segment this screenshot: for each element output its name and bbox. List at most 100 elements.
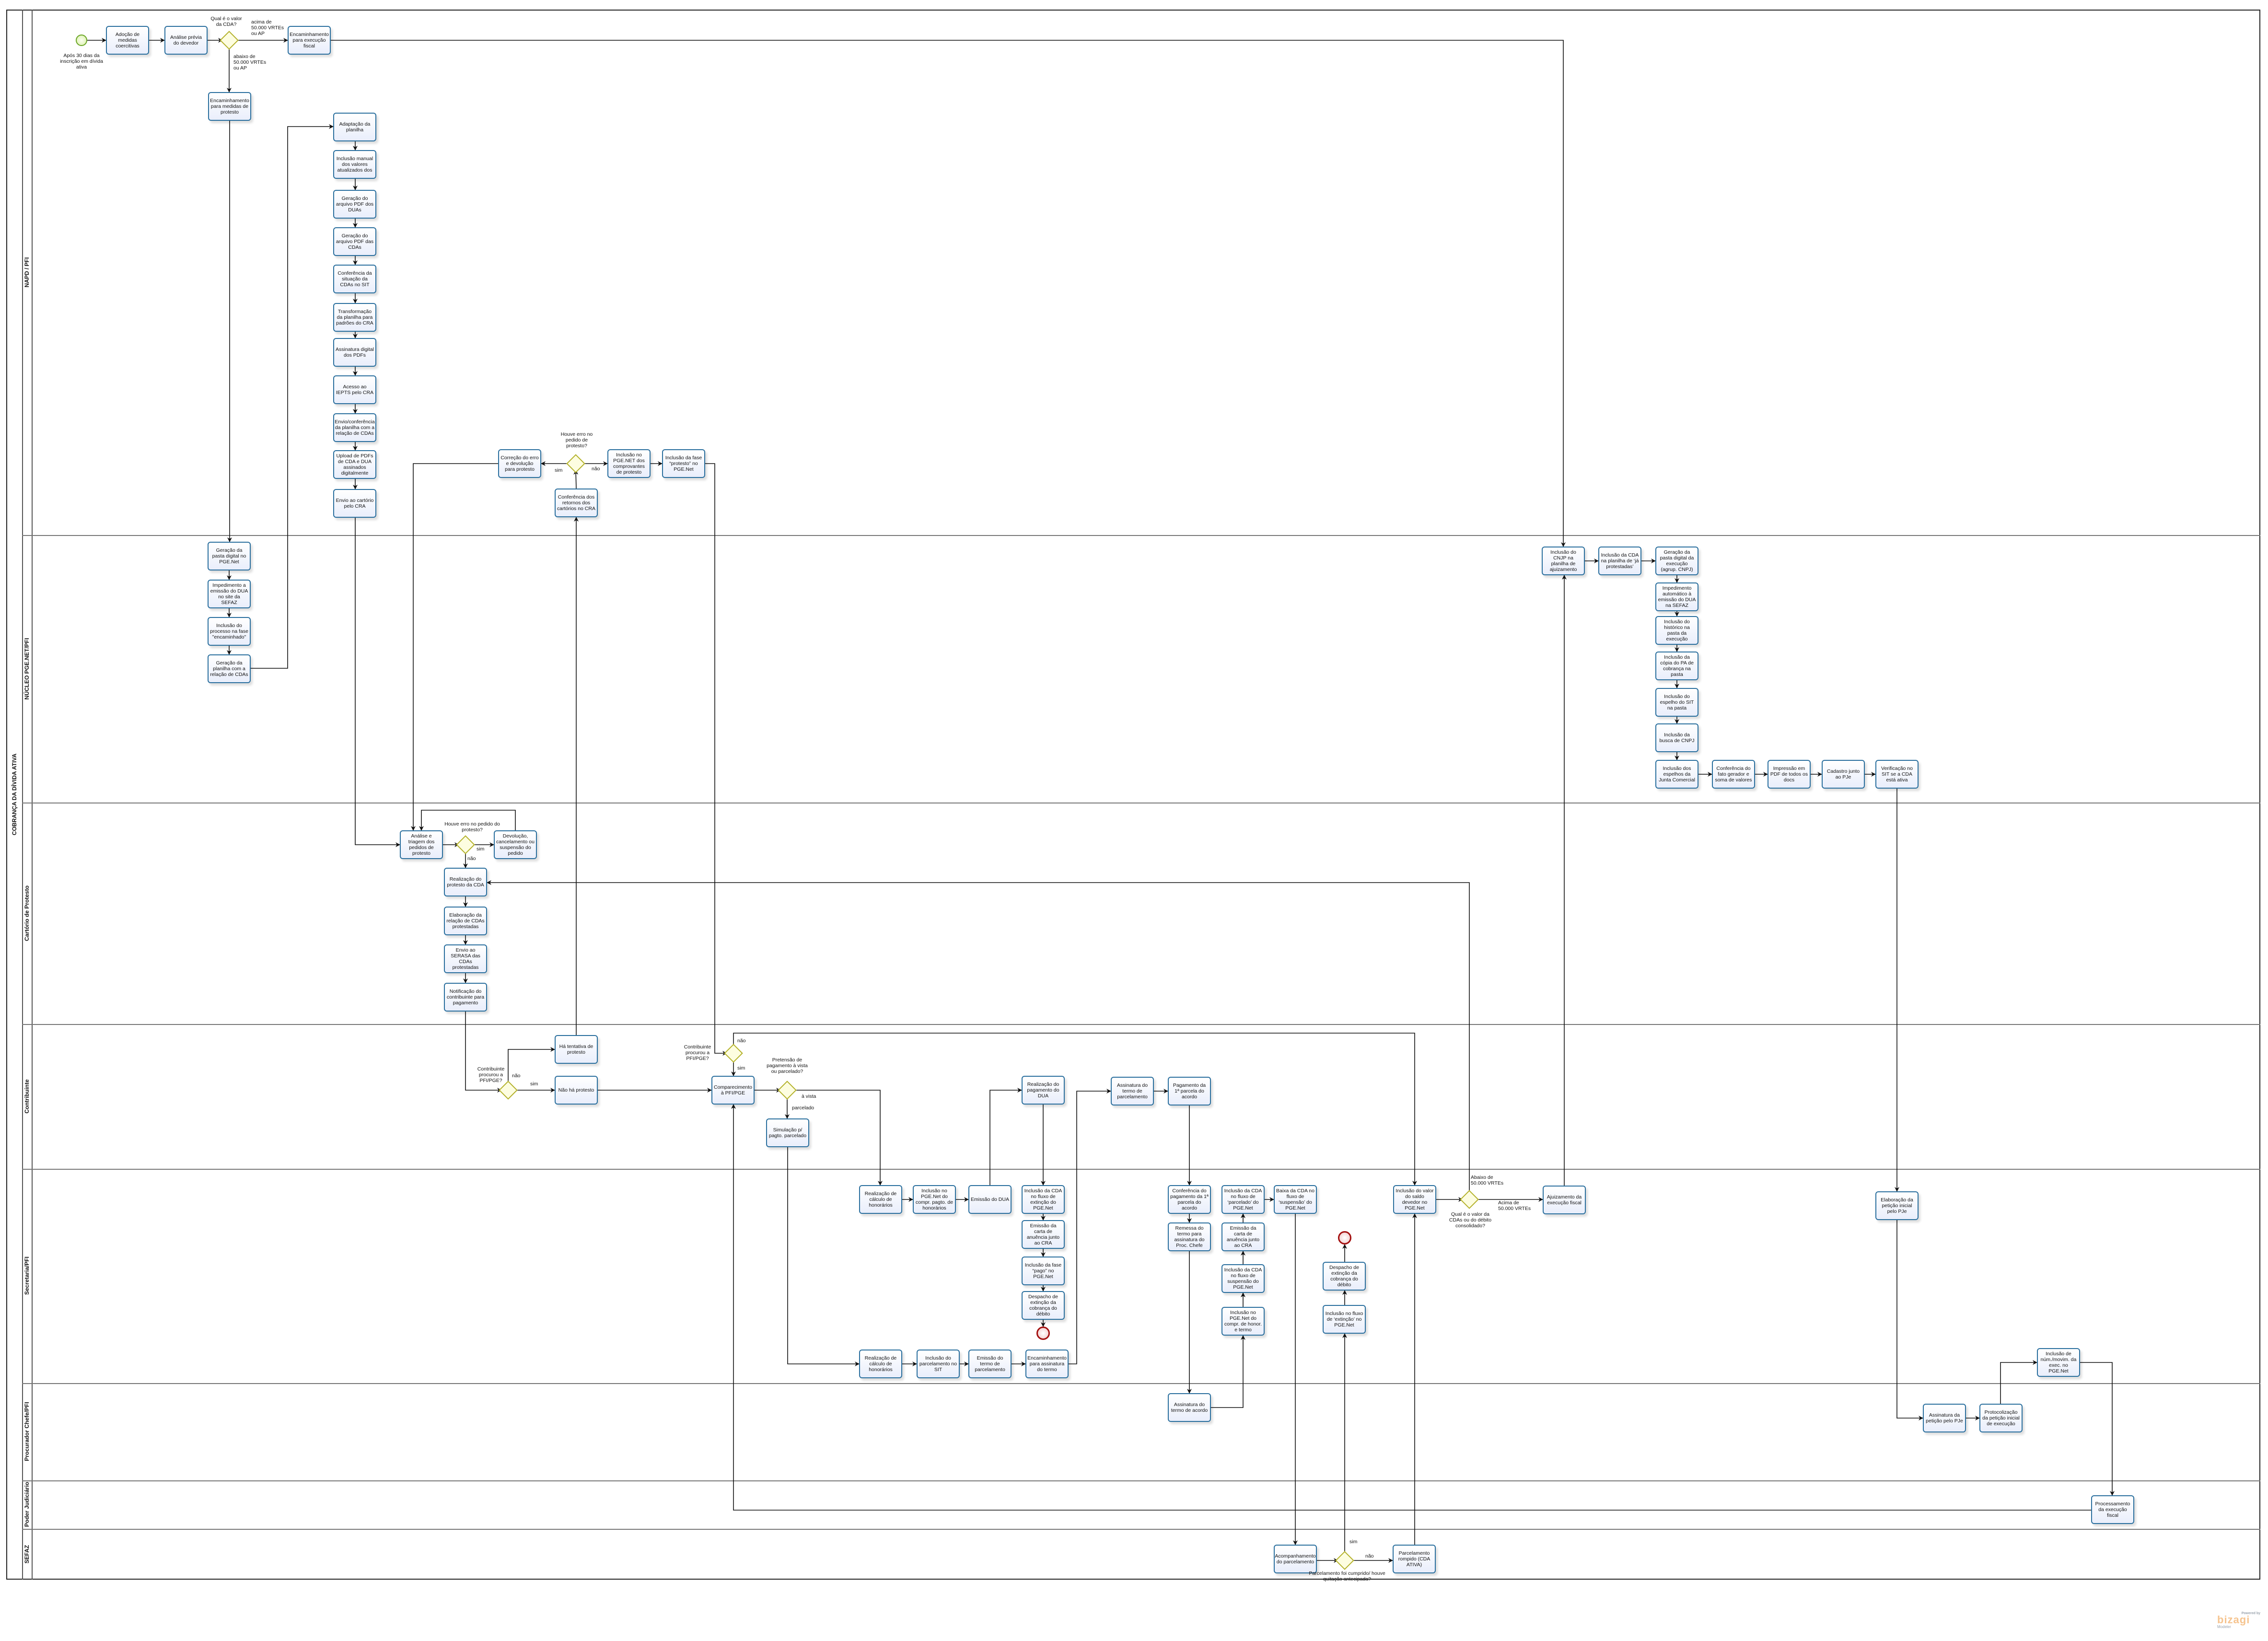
task-realizacao-protesto[interactable]: Realização do protesto da CDA xyxy=(444,868,487,896)
task-pdf-duas[interactable]: Geração do arquivo PDF dos DUAs xyxy=(333,190,376,219)
task-protocolizacao[interactable]: Protocolização da petição inicial de exe… xyxy=(1979,1404,2023,1432)
task-verificacao-sit[interactable]: Verificação no SIT se a CDA está ativa xyxy=(1875,760,1919,789)
task-nao-ha[interactable]: Não há protesto xyxy=(555,1076,598,1105)
task-calc-honorarios-2[interactable]: Realização de cálculo de honorários xyxy=(859,1350,902,1378)
task-junta-comercial[interactable]: Inclusão dos espelhos da Junta Comercial xyxy=(1655,760,1698,789)
task-emissao-dua[interactable]: Emissão do DUA xyxy=(968,1185,1012,1214)
task-enc-fiscal[interactable]: Encaminhamento para execução fiscal xyxy=(288,26,331,55)
task-fato-gerador[interactable]: Conferência do fato gerador e soma de va… xyxy=(1712,760,1755,789)
task-inclusao-num[interactable]: Inclusão de núm./movim. da exec. no PGE.… xyxy=(2037,1348,2080,1377)
flow-label: Pretensão de pagamento à vista ou parcel… xyxy=(767,1057,808,1074)
task-upload-pdfs[interactable]: Upload de PDFs de CDA e DUA assinados di… xyxy=(333,450,376,479)
task-baixa-suspensao[interactable]: Baixa da CDA no fluxo de ‘suspensão’ do … xyxy=(1274,1185,1317,1214)
task-parcelamento-sit[interactable]: Inclusão do parcelamento no SIT xyxy=(917,1350,960,1378)
task-planilha-cdas[interactable]: Geração da planilha com a relação de CDA… xyxy=(208,654,251,683)
task-acesso-iepts[interactable]: Acesso ao IEPTS pelo CRA xyxy=(333,375,376,404)
logo-powered-by: Powered by xyxy=(2241,1612,2260,1615)
task-ajuizamento[interactable]: Ajuizamento da execução fiscal xyxy=(1543,1186,1586,1214)
task-pagamento-dua[interactable]: Realização do pagamento do DUA xyxy=(1022,1076,1065,1105)
task-conf-pagamento[interactable]: Conferência do pagamento da 1ª parcela d… xyxy=(1168,1185,1211,1214)
task-assinatura-termo-parc[interactable]: Assinatura do termo de parcelamento xyxy=(1111,1077,1154,1106)
end-event-extincao-1[interactable] xyxy=(1036,1327,1050,1340)
task-correcao[interactable]: Correção do erro e devolução para protes… xyxy=(498,449,541,478)
task-calc-honorarios-1[interactable]: Realização de cálculo de honorários xyxy=(859,1185,902,1214)
flow-label: não xyxy=(512,1073,521,1079)
task-ha-tentativa[interactable]: Há tentativa de protesto xyxy=(555,1035,598,1064)
task-fase-encaminhado[interactable]: Inclusão do processo na fase "encaminhad… xyxy=(208,617,251,646)
task-emissao-termo[interactable]: Emissão do termo de parcelamento xyxy=(968,1350,1012,1378)
task-enc-protesto[interactable]: Encaminhamento para medidas de protesto xyxy=(208,92,251,121)
flow-label: parcelado xyxy=(792,1105,814,1111)
task-envio-serasa[interactable]: Envio ao SERASA das CDAs protestadas xyxy=(444,944,487,973)
flow-label: acima de 50.000 VRTEs ou AP xyxy=(251,19,284,36)
task-saldo-devedor[interactable]: Inclusão do valor do saldo devedor no PG… xyxy=(1393,1185,1436,1214)
task-cda-suspensao[interactable]: Inclusão da CDA no fluxo de suspensão do… xyxy=(1221,1264,1265,1293)
task-pagamento-1a[interactable]: Pagamento da 1ª parcela do acordo xyxy=(1168,1077,1211,1106)
task-fluxo-extincao[interactable]: Inclusão no fluxo de ‘extinção’ no PGE.N… xyxy=(1323,1305,1366,1334)
task-ja-protestadas[interactable]: Inclusão da CDA na planilha de ‘já prote… xyxy=(1598,547,1641,575)
task-cnjp[interactable]: Inclusão do CNJP na planilha de ajuizame… xyxy=(1542,547,1585,575)
task-assinatura-acordo[interactable]: Assinatura do termo de acordo xyxy=(1168,1393,1211,1422)
flow-label: Qual é o valor da CDAs ou do débito cons… xyxy=(1449,1211,1492,1229)
start-event[interactable] xyxy=(76,35,87,46)
task-assinatura-pdfs[interactable]: Assinatura digital dos PDFs xyxy=(333,338,376,367)
task-elaboracao-peticao[interactable]: Elaboração da petição inicial pelo PJe xyxy=(1875,1191,1919,1220)
flow-label: sim xyxy=(1349,1539,1358,1545)
task-envio-cartorio[interactable]: Envio ao cartório pelo CRA xyxy=(333,489,376,518)
task-pdf-cdas[interactable]: Geração do arquivo PDF das CDAs xyxy=(333,227,376,256)
flow-label: não xyxy=(592,466,600,472)
task-busca-cnpj[interactable]: Inclusão da busca de CNPJ xyxy=(1655,723,1698,752)
task-cadastro-pje[interactable]: Cadastro junto ao PJe xyxy=(1822,760,1865,789)
task-conf-sit[interactable]: Conferência da situação da CDAs no SIT xyxy=(333,265,376,293)
task-impedimento-auto[interactable]: Impedimento automático à emissão do DUA … xyxy=(1655,582,1698,611)
lane-divider xyxy=(22,1383,2260,1384)
task-despacho-2[interactable]: Despacho de extinção da cobrança do débi… xyxy=(1323,1262,1366,1291)
task-conf-retornos[interactable]: Conferência dos retornos dos cartórios n… xyxy=(555,489,598,517)
lane-divider xyxy=(22,1169,2260,1170)
task-cda-extincao[interactable]: Inclusão da CDA no fluxo de extinção do … xyxy=(1022,1185,1065,1214)
task-notificacao[interactable]: Notificação do contribuinte para pagamen… xyxy=(444,983,487,1012)
task-simulacao[interactable]: Simulação p/ pagto. parcelado xyxy=(766,1118,809,1147)
task-remessa-termo[interactable]: Remessa do termo para assinatura do Proc… xyxy=(1168,1222,1211,1251)
task-devolucao[interactable]: Devolução, cancelamento ou suspensão do … xyxy=(494,830,537,859)
task-historico[interactable]: Inclusão do histórico na pasta da execuç… xyxy=(1655,616,1698,645)
task-pasta-digital[interactable]: Geração da pasta digital no PGE.Net xyxy=(208,542,251,570)
task-processamento[interactable]: Processamento da execução fiscal xyxy=(2091,1495,2134,1524)
sequence-flow xyxy=(331,40,1566,547)
task-carta-anuencia-1[interactable]: Emissão da carta de anuência junto ao CR… xyxy=(1022,1220,1065,1249)
flow-label: Acima de 50.000 VRTEs xyxy=(1498,1200,1531,1211)
task-assinatura-peticao[interactable]: Assinatura da petição pelo PJe xyxy=(1923,1404,1966,1432)
task-parc-rompido[interactable]: Parcelamento rompido (CDA ATIVA) xyxy=(1393,1545,1436,1573)
task-despacho-1[interactable]: Despacho de extinção da cobrança do débi… xyxy=(1022,1291,1065,1320)
sequence-flow xyxy=(989,1088,1022,1185)
task-pasta-execucao[interactable]: Geração da pasta digital da execução (ag… xyxy=(1655,547,1698,575)
task-analise-previa[interactable]: Análise prévia do devedor xyxy=(164,26,208,55)
task-compr-pagto[interactable]: Inclusão no PGE.Net do compr. pagto. de … xyxy=(913,1185,956,1214)
lane-label-divider xyxy=(32,10,33,1580)
pool-label-divider xyxy=(22,10,23,1580)
task-impedimento-dua[interactable]: Impedimento a emissão do DUA no site da … xyxy=(208,580,251,608)
task-adaptacao[interactable]: Adaptação da planilha xyxy=(333,113,376,141)
task-adocao[interactable]: Adoção de medidas coercitivas xyxy=(106,26,149,55)
flow-label: sim xyxy=(477,846,485,852)
task-fase-protesto[interactable]: Inclusão da fase “protesto” no PGE.Net xyxy=(662,449,705,478)
task-acompanhamento[interactable]: Acompanhamento do parcelamento xyxy=(1274,1545,1317,1573)
task-analise-triagem[interactable]: Análise e triagem dos pedidos de protest… xyxy=(400,830,443,859)
task-cda-parcelado[interactable]: Inclusão da CDA no fluxo de ‘parcelado’ … xyxy=(1221,1185,1265,1214)
task-transformacao[interactable]: Transformação da planilha para padrões d… xyxy=(333,303,376,332)
task-comparecimento[interactable]: Comparecimento à PFI/PGE xyxy=(711,1076,755,1105)
task-envio-conf-planilha[interactable]: Envio/conferência da planilha com a rela… xyxy=(333,413,376,442)
task-impressao-pdf[interactable]: Impressão em PDF de todos os docs xyxy=(1768,760,1811,789)
task-espelho-sit[interactable]: Inclusão do espelho do SIT na pasta xyxy=(1655,688,1698,717)
task-carta-anuencia-2[interactable]: Emissão da carta de anuência junto ao CR… xyxy=(1221,1222,1265,1251)
task-copia-pa[interactable]: Inclusão da cópia do PA de cobrança na p… xyxy=(1655,652,1698,680)
task-incl-comprovantes[interactable]: Inclusão no PGE.NET dos comprovantes de … xyxy=(607,449,651,478)
task-elaboracao-relacao[interactable]: Elaboração da relação de CDAs protestada… xyxy=(444,907,487,935)
flow-label: não xyxy=(467,856,476,861)
task-inclusao-manual[interactable]: Inclusão manual dos valores atualizados … xyxy=(333,150,376,179)
end-event-extincao-2[interactable] xyxy=(1338,1231,1351,1245)
task-fase-pago[interactable]: Inclusão da fase “pago” no PGE.Net xyxy=(1022,1257,1065,1285)
task-compr-honor-termo[interactable]: Inclusão no PGE.Net do compr. de honor. … xyxy=(1221,1307,1265,1336)
task-enc-assinatura[interactable]: Encaminhamento para assinatura do termo xyxy=(1025,1350,1069,1378)
